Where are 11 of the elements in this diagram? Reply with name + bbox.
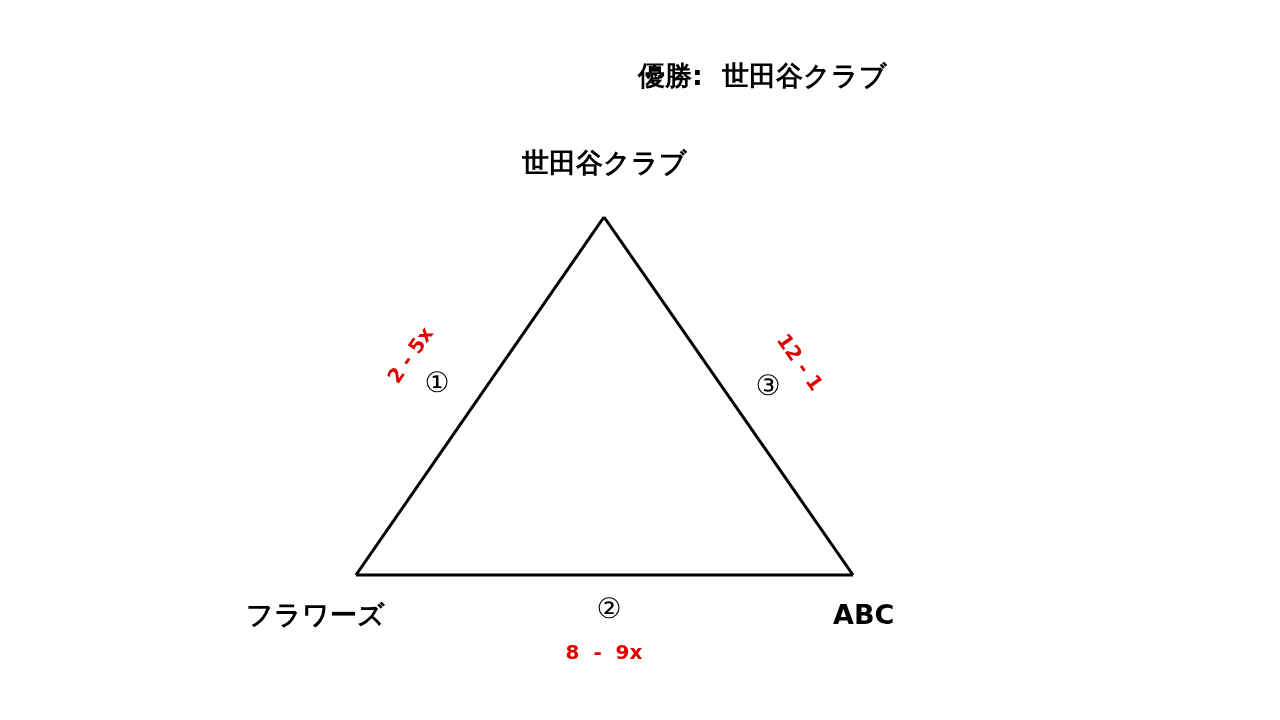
team-name: フラワーズ	[246, 598, 386, 632]
triangle-side	[354, 216, 606, 576]
match-number: ②	[596, 591, 622, 625]
team-name: 世田谷クラブ	[520, 146, 688, 180]
title: 優勝: 世田谷クラブ	[638, 59, 887, 93]
match-number: ③	[755, 368, 781, 402]
triangle-side	[356, 573, 853, 577]
triangle-side	[602, 216, 855, 576]
team-name: ABC	[833, 599, 896, 630]
match-number: ①	[424, 365, 450, 399]
score-label: 8 - 9x	[565, 640, 643, 664]
